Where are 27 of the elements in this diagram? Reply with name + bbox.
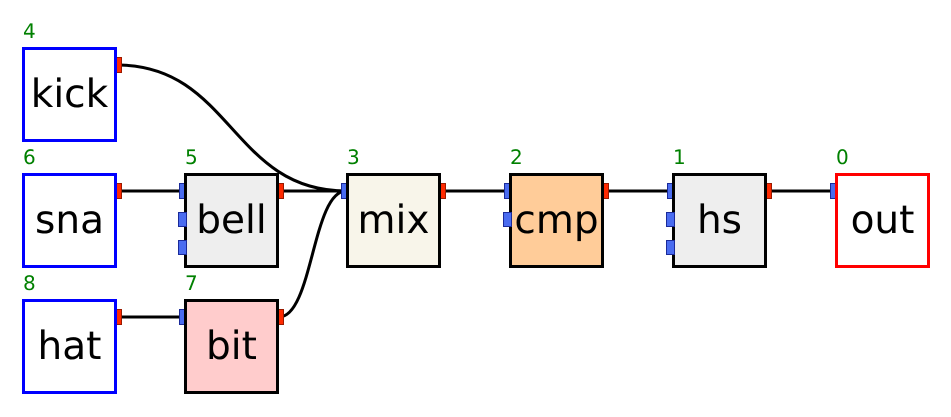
module-name: sna (35, 201, 104, 240)
module-name: bit (206, 327, 257, 366)
node-number: 1 (673, 147, 686, 167)
module-box (184, 173, 279, 268)
module-box (22, 299, 117, 394)
node-number: 4 (23, 21, 36, 41)
node-number: 7 (185, 273, 198, 293)
module-name: hat (38, 327, 102, 366)
module-box (346, 173, 441, 268)
module-box (672, 173, 767, 268)
module-name: bell (196, 201, 267, 240)
module-box (22, 47, 117, 142)
node-number: 2 (510, 147, 523, 167)
module-name: mix (358, 201, 430, 240)
module-name: hs (696, 201, 742, 240)
node-number: 5 (185, 147, 198, 167)
module-box (22, 173, 117, 268)
node-number: 3 (347, 147, 360, 167)
module-name: cmp (514, 201, 599, 240)
module-box (835, 173, 930, 268)
module-name: out (850, 201, 914, 240)
node-number: 0 (836, 147, 849, 167)
module-box (509, 173, 604, 268)
module-name: kick (30, 75, 108, 114)
node-number: 8 (23, 273, 36, 293)
module-box (184, 299, 279, 394)
node-number: 6 (23, 147, 36, 167)
